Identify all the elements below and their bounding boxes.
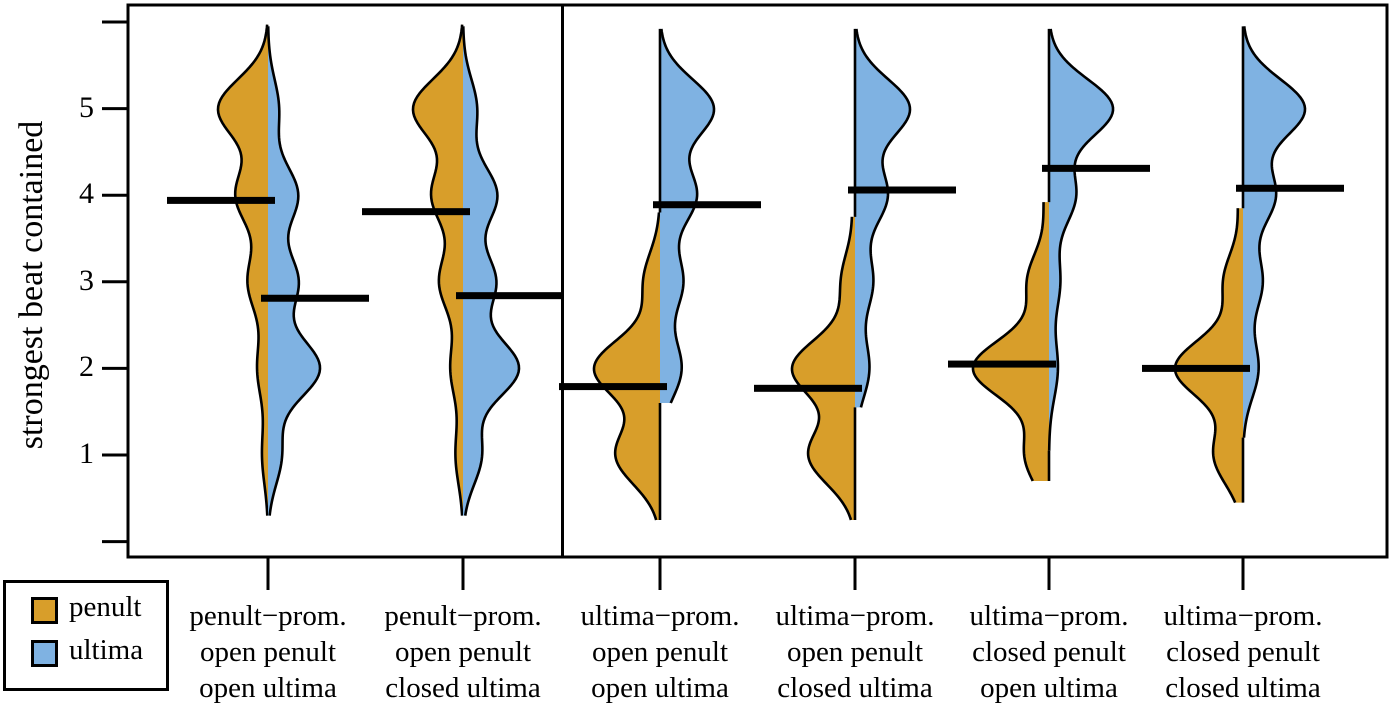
violin-half-penult-4: [973, 202, 1049, 481]
y-tick-label-4: 4: [79, 177, 94, 211]
violin-half-penult-2: [594, 212, 660, 520]
mean-bar-ultima-0: [261, 294, 369, 302]
violin-half-ultima-0: [268, 26, 320, 516]
mean-bar-penult-5: [1142, 364, 1250, 372]
violin-half-ultima-1: [463, 26, 519, 516]
violin-half-ultima-2: [660, 28, 714, 404]
mean-bar-ultima-1: [456, 292, 564, 300]
violin-half-penult-3: [792, 216, 855, 520]
y-tick-label-3: 3: [79, 263, 94, 297]
penult-color-swatch: [31, 597, 58, 624]
legend-label-ultima: ultima: [69, 634, 144, 666]
mean-bar-ultima-3: [848, 186, 956, 194]
legend-label-penult: penult: [69, 591, 142, 623]
violin-half-ultima-3: [855, 28, 910, 408]
violin-outline-ultima-2: [660, 28, 716, 404]
violin-outline-ultima-1: [461, 26, 521, 516]
mean-bar-penult-4: [948, 360, 1056, 368]
violin-half-penult-0: [218, 24, 268, 516]
y-axis-title: strongest beat contained: [13, 120, 50, 450]
y-tick-label-1: 1: [79, 437, 94, 470]
mean-bar-penult-2: [559, 383, 667, 391]
mean-bar-ultima-5: [1236, 184, 1344, 192]
violin-half-ultima-5: [1243, 26, 1305, 438]
mean-bar-ultima-2: [653, 201, 761, 209]
violin-half-penult-5: [1175, 208, 1243, 503]
violin-outline-ultima-5: [1242, 26, 1307, 438]
violin-half-penult-1: [413, 24, 463, 516]
violin-outline-penult-5: [1173, 208, 1240, 504]
violin-half-ultima-4: [1049, 28, 1113, 451]
y-tick-label-2: 2: [79, 350, 94, 384]
mean-bar-penult-3: [754, 384, 862, 392]
y-tick-label-5: 5: [79, 90, 94, 124]
legend: penult ultima: [3, 580, 169, 691]
violin-outline-penult-2: [592, 212, 661, 521]
violin-outline-ultima-4: [1047, 28, 1115, 451]
violin-outline-ultima-3: [855, 28, 912, 408]
violin-outline-penult-0: [216, 24, 269, 516]
violin-outline-penult-3: [790, 216, 854, 521]
violin-outline-penult-4: [971, 202, 1045, 482]
violin-outline-penult-1: [411, 24, 464, 516]
violin-outline-ultima-0: [266, 26, 322, 516]
mean-bar-penult-1: [362, 208, 470, 216]
mean-bar-penult-0: [167, 196, 275, 204]
mean-bar-ultima-4: [1042, 164, 1150, 172]
right-panel-border: [561, 3, 1389, 559]
ultima-color-swatch: [31, 640, 58, 667]
